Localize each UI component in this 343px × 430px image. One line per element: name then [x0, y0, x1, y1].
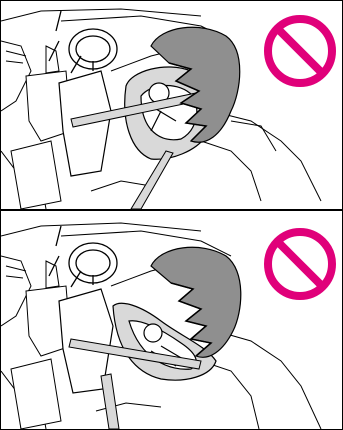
top-illustration [1, 1, 342, 209]
steering-wheel [49, 226, 117, 287]
bottom-illustration [1, 211, 342, 429]
bottom-panel [1, 211, 342, 429]
steering-wheel [49, 11, 117, 73]
prohibition-icon [268, 19, 332, 83]
top-panel [1, 1, 342, 209]
prohibition-icon [268, 232, 332, 296]
